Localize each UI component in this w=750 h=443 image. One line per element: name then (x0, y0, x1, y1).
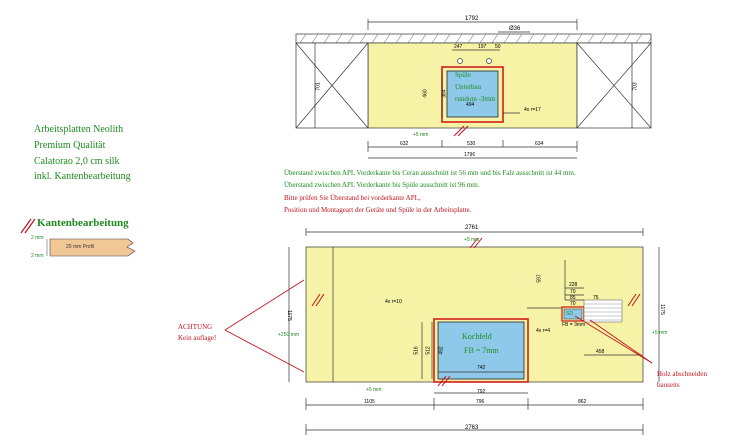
edge-left-bottom: 2 mm (31, 253, 44, 259)
hob-inner (437, 321, 525, 380)
bottom-597: 597 (536, 274, 543, 283)
bottom-742: 742 (477, 365, 486, 371)
edge-title: Kantenbearbeitung (37, 217, 129, 229)
top-632: 632 (400, 141, 409, 147)
holz-sub: bauseits (657, 381, 680, 389)
bottom-plan (288, 228, 660, 435)
bottom-fb3: FB = 3mm (562, 322, 586, 328)
bottom-plus250: +250 mm (278, 332, 299, 338)
top-701: 701 (315, 82, 322, 91)
bottom-228: 228 (569, 282, 578, 288)
top-703: 703 (632, 82, 639, 91)
holz-label: Holz abschneiden (657, 370, 707, 378)
tap-hole-2 (486, 58, 492, 64)
top-197: 197 (478, 44, 487, 50)
hob-outer (433, 318, 529, 383)
bottom-2763: 2763 (465, 425, 479, 431)
sink-label-3: rundum -3mm (455, 95, 496, 103)
bottom-70b: 70 (570, 301, 576, 307)
bottom-492: 492 (438, 346, 445, 355)
bottom-red-slashes (311, 237, 641, 387)
right-hatch (583, 299, 623, 323)
sink-label-2: Unterbau (455, 83, 482, 91)
bottom-70a: 70 (570, 289, 576, 295)
bottom-85: 85 (570, 295, 576, 301)
bottom-plus5-bl: +5 mm (366, 387, 382, 393)
sink-inner (446, 70, 499, 118)
info-line-3: Calatorao 2,0 cm silk (34, 156, 120, 167)
info-line-4: inkl. Kantenbearbeitung (34, 171, 131, 182)
note-2: Überstand zwischen APL Vorderkante bis S… (284, 181, 480, 189)
bottom-1105: 1105 (364, 399, 375, 405)
bottom-862: 862 (578, 399, 587, 405)
info-line-1: Arbeitsplatten Neolith (34, 124, 124, 135)
edge-left-top: 2 mm (31, 235, 44, 241)
bottom-overall-dim: 2761 (465, 225, 479, 231)
bottom-plus5-top: +5 mm (464, 237, 480, 243)
bottom-512: 512 (425, 346, 432, 355)
bottom-796: 796 (476, 399, 485, 405)
top-overall-dim: 1792 (465, 16, 479, 22)
bottom-75: 75 (593, 295, 599, 301)
top-plan (295, 19, 652, 159)
wall-hatch (299, 33, 652, 44)
top-634: 634 (535, 141, 544, 147)
bottom-right-h: 1175 (658, 304, 665, 315)
achtung-sub: Kein auflage! (178, 334, 217, 342)
top-530: 530 (467, 141, 476, 147)
top-1796: 1796 (464, 152, 476, 158)
note-4: Position und Montageart der Geräte und S… (284, 206, 472, 214)
top-plus5: +5 mm (413, 132, 429, 138)
hob-label-2: FB = 7mm (464, 346, 499, 355)
bottom-sd: SD (566, 311, 573, 317)
top-364: 364 (441, 89, 448, 98)
top-hole-dim: Ø36 (509, 26, 521, 32)
top-red-slash (453, 125, 469, 137)
hob-label-1: Kochfeld (462, 332, 492, 341)
top-494: 494 (466, 102, 475, 108)
bottom-radius-left: 4x r=10 (385, 299, 402, 305)
top-460: 460 (422, 89, 429, 98)
bottom-radius-right: 4x r=4 (536, 328, 551, 334)
bottom-458: 458 (596, 349, 605, 355)
callouts (224, 279, 653, 373)
sink-label-1: Spüle (455, 71, 471, 79)
edge-profile-label: 20 mm Profil (66, 244, 95, 250)
edge-profile (20, 218, 136, 257)
wall-strip (295, 33, 652, 44)
top-247: 247 (454, 44, 463, 50)
note-3: Bitte prüfen Sie Überstand bei vorderkan… (284, 194, 421, 202)
top-radius: 4x r=17 (524, 107, 541, 113)
info-line-2: Premium Qualität (34, 140, 106, 151)
note-1: Überstand zwischen APL Vorderkante bis C… (284, 169, 576, 177)
bottom-792: 792 (477, 389, 486, 395)
achtung-label: ACHTUNG (178, 323, 213, 331)
bottom-plus5-right: +5 mm (652, 330, 668, 336)
bottom-516: 516 (413, 346, 420, 355)
bottom-left-h: 1175 (285, 310, 292, 321)
tap-hole (457, 58, 463, 64)
top-50: 50 (495, 44, 501, 50)
